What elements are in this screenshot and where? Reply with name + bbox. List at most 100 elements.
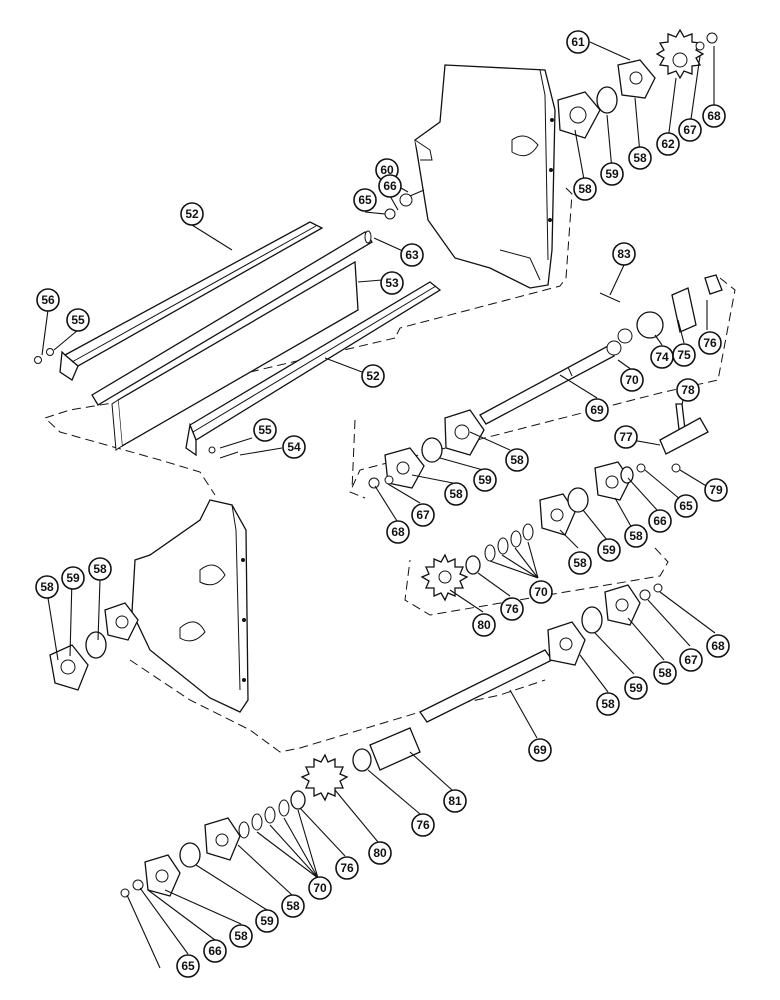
callout-52-label: 52 <box>366 369 380 383</box>
callout-79: 79 <box>704 478 728 502</box>
left-bearing-stack <box>49 602 139 691</box>
callout-76-label: 76 <box>505 602 519 616</box>
callout-79-label: 79 <box>709 483 723 497</box>
callout-68: 68 <box>386 520 410 544</box>
callout-68-label: 68 <box>707 109 721 123</box>
callout-59-label: 59 <box>66 571 80 585</box>
callout-80-label: 80 <box>373 846 387 860</box>
callout-52: 52 <box>361 364 385 388</box>
lower-rail-52 <box>185 281 442 457</box>
callout-80: 80 <box>472 613 496 637</box>
callout-69-label: 69 <box>533 743 547 757</box>
callout-58-label: 58 <box>93 562 107 576</box>
callout-66: 66 <box>648 509 672 533</box>
callout-76: 76 <box>500 597 524 621</box>
callout-60-label: 60 <box>380 163 394 177</box>
callout-69: 69 <box>585 398 609 422</box>
upper-side-panel <box>414 64 556 289</box>
callout-70: 70 <box>308 876 332 900</box>
callout-58: 58 <box>35 575 59 599</box>
right-bearing-stack <box>539 461 646 536</box>
callout-58-label: 58 <box>449 487 463 501</box>
callout-76: 76 <box>335 856 359 880</box>
callout-76-label: 76 <box>340 861 354 875</box>
callout-58: 58 <box>281 894 305 918</box>
callout-58-label: 58 <box>510 453 524 467</box>
callout-70-label: 70 <box>534 585 548 599</box>
callout-58: 58 <box>653 661 677 685</box>
callout-54: 54 <box>282 435 306 459</box>
callout-80-label: 80 <box>477 618 491 632</box>
callout-67: 67 <box>411 503 435 527</box>
callout-58-label: 58 <box>286 899 300 913</box>
callout-83: 83 <box>612 242 636 266</box>
callout-55: 55 <box>253 418 277 442</box>
callout-66-label: 66 <box>383 179 397 193</box>
callout-66-label: 66 <box>208 944 222 958</box>
callout-68: 68 <box>706 634 730 658</box>
callout-66: 66 <box>203 939 227 963</box>
callout-63: 63 <box>400 243 424 267</box>
callout-59-label: 59 <box>605 167 619 181</box>
callout-69-label: 69 <box>590 403 604 417</box>
callout-62-label: 62 <box>661 137 675 151</box>
sprocket-80-and-spacers <box>420 523 534 602</box>
callout-68-label: 68 <box>391 525 405 539</box>
callout-53-label: 53 <box>385 276 399 290</box>
callout-58: 58 <box>505 448 529 472</box>
callout-58-label: 58 <box>601 697 615 711</box>
callout-70: 70 <box>529 580 553 604</box>
callout-74: 74 <box>650 345 674 369</box>
callout-58: 58 <box>229 924 253 948</box>
callout-58-label: 58 <box>578 182 592 196</box>
callout-67-label: 67 <box>684 653 698 667</box>
callout-70-label: 70 <box>625 373 639 387</box>
callout-59: 59 <box>624 676 648 700</box>
rail-hardware <box>34 189 425 459</box>
callout-55-label: 55 <box>258 423 272 437</box>
callout-55-label: 55 <box>71 313 85 327</box>
callout-66: 66 <box>378 174 402 198</box>
callout-77-label: 77 <box>619 430 633 444</box>
shaft-63 <box>91 230 373 406</box>
pin-and-bushing <box>659 403 709 473</box>
callout-67: 67 <box>679 648 703 672</box>
callout-59-label: 59 <box>602 543 616 557</box>
callout-58: 58 <box>444 482 468 506</box>
callout-76: 76 <box>411 813 435 837</box>
callout-65: 65 <box>674 494 698 518</box>
callout-66-label: 66 <box>653 514 667 528</box>
dashed-group-outlines <box>44 187 736 753</box>
callout-65: 65 <box>176 954 200 978</box>
callout-81-label: 81 <box>448 794 462 808</box>
callout-58-label: 58 <box>629 529 643 543</box>
callout-78-label: 78 <box>681 383 695 397</box>
callout-75-label: 75 <box>677 348 691 362</box>
callout-59: 59 <box>597 538 621 562</box>
callout-58-label: 58 <box>633 151 647 165</box>
callout-59: 59 <box>473 468 497 492</box>
callout-61-label: 61 <box>571 35 585 49</box>
callout-59: 59 <box>255 909 279 933</box>
callout-77: 77 <box>614 425 638 449</box>
callout-58-label: 58 <box>573 556 587 570</box>
callout-58: 58 <box>568 551 592 575</box>
callout-70-label: 70 <box>313 881 327 895</box>
callout-65-label: 65 <box>358 193 372 207</box>
callout-76-label: 76 <box>703 336 717 350</box>
callout-58: 58 <box>596 692 620 716</box>
callout-80: 80 <box>368 841 392 865</box>
callout-68-label: 68 <box>711 639 725 653</box>
lower-right-bearings <box>547 583 663 666</box>
callout-76: 76 <box>698 331 722 355</box>
plate-53 <box>111 260 359 451</box>
callout-63-label: 63 <box>405 248 419 262</box>
callout-58-label: 58 <box>658 666 672 680</box>
callout-67: 67 <box>678 118 702 142</box>
callout-54-label: 54 <box>287 440 301 454</box>
callout-65: 65 <box>353 188 377 212</box>
callout-67-label: 67 <box>416 508 430 522</box>
middle-bearing-stack <box>368 409 485 489</box>
middle-shaft-69 <box>479 274 723 425</box>
